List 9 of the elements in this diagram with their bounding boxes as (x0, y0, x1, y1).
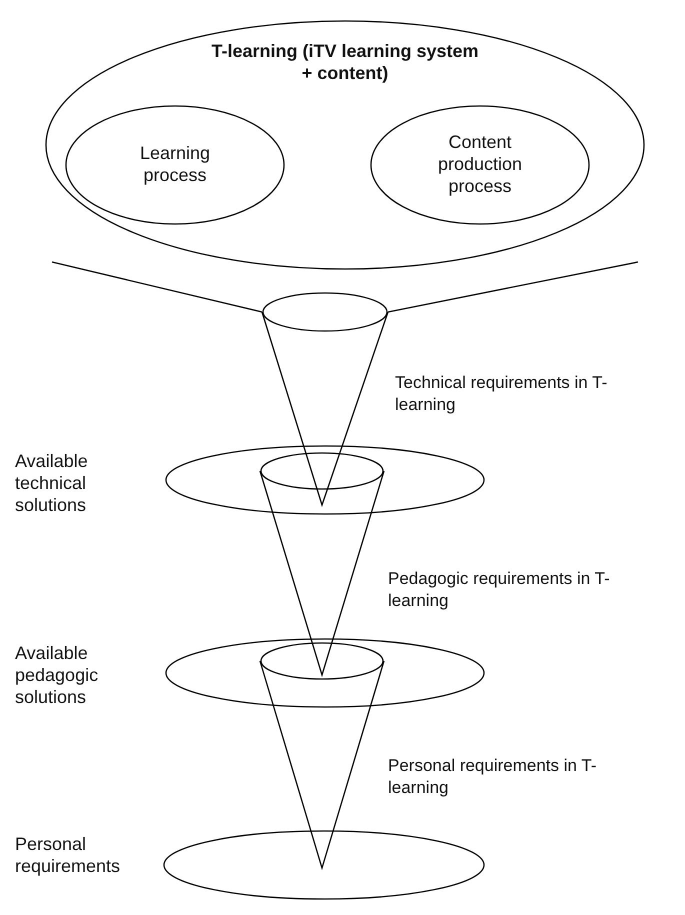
node-label: Available technical solutions (15, 450, 89, 516)
node-label: Learning process (138, 142, 212, 186)
node-label: Personal requirements (15, 833, 122, 877)
heading-text: T-learning (iTV learning system + content) (210, 40, 480, 84)
node-label: Content production process (436, 131, 524, 197)
node-label: Available pedagogic solutions (15, 642, 100, 708)
requirement-label: Personal requirements in T-learning (388, 755, 598, 799)
requirement-label: Pedagogic requirements in T-learning (388, 568, 611, 612)
requirement-label: Technical requirements in T-learning (395, 372, 608, 416)
